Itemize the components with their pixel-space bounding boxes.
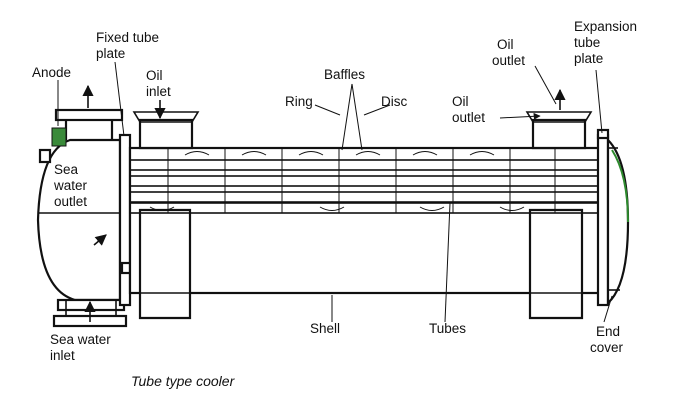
label-shell: Shell [310, 321, 340, 336]
label-expansion-tube-plate-3: plate [574, 51, 603, 66]
label-end-cover: End [596, 324, 620, 339]
label-end-cover-2: cover [590, 340, 624, 355]
label-fixed-tube-plate: Fixed tube [96, 30, 159, 45]
label-sea-water-outlet-2: water [53, 178, 88, 193]
label-oil-outlet-side-2: outlet [452, 110, 485, 125]
label-oil-outlet-top-2: outlet [492, 53, 525, 68]
label-anode: Anode [32, 65, 71, 80]
label-sea-water-outlet: Sea [54, 162, 79, 177]
label-sea-water-inlet-2: inlet [50, 348, 75, 363]
label-ring: Ring [285, 94, 313, 109]
left-water-box [36, 108, 128, 328]
shell [128, 111, 602, 320]
label-sea-water-inlet: Sea water [50, 332, 111, 347]
label-oil-inlet-2: inlet [146, 84, 171, 99]
label-baffles: Baffles [324, 67, 365, 82]
label-fixed-tube-plate-2: plate [96, 46, 125, 61]
label-expansion-tube-plate: Expansion [574, 19, 637, 34]
diagram-caption: Tube type cooler [131, 373, 236, 389]
label-oil-inlet: Oil [146, 68, 163, 83]
label-tubes: Tubes [429, 321, 466, 336]
label-disc: Disc [381, 94, 407, 109]
anode-icon [51, 127, 67, 147]
label-oil-outlet-top: Oil [497, 37, 514, 52]
fixed-tube-plate [118, 133, 132, 307]
right-end-cover [596, 128, 630, 307]
label-sea-water-outlet-3: outlet [54, 194, 87, 209]
label-oil-outlet-side: Oil [452, 94, 469, 109]
label-expansion-tube-plate-2: tube [574, 35, 600, 50]
